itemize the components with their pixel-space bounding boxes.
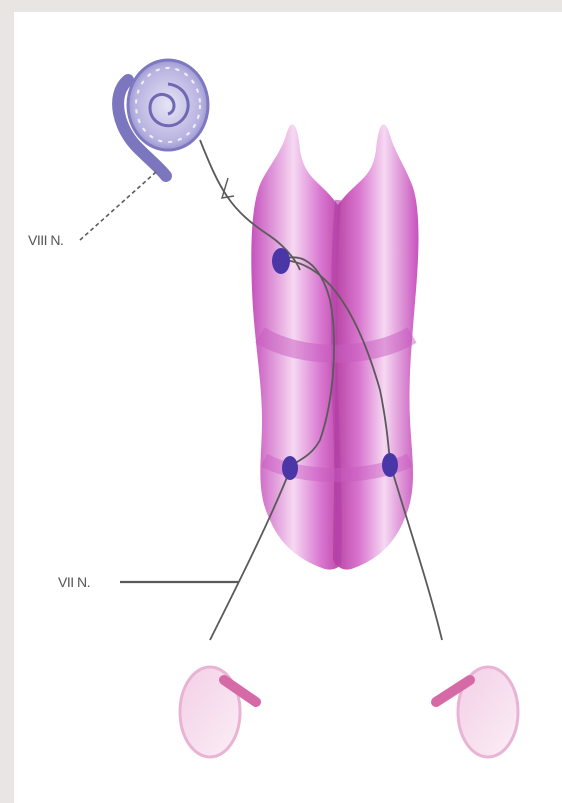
left-muscle-illustration [180,667,256,757]
right-facial-nucleus [382,453,398,477]
cochlear-nucleus [272,248,290,274]
reflex-pathway-diagram [14,12,562,803]
right-efferent-pathway [392,470,442,640]
diagram-panel [14,12,562,803]
nerve-viii-label: VIII N. [28,232,63,248]
cochlea-illustration [118,60,208,176]
left-facial-nucleus [282,456,298,480]
nerve-vii-label: VII N. [58,574,90,590]
right-muscle-illustration [436,667,518,757]
afferent-arrow-icon [222,178,234,198]
viii-leader-line [80,172,156,240]
